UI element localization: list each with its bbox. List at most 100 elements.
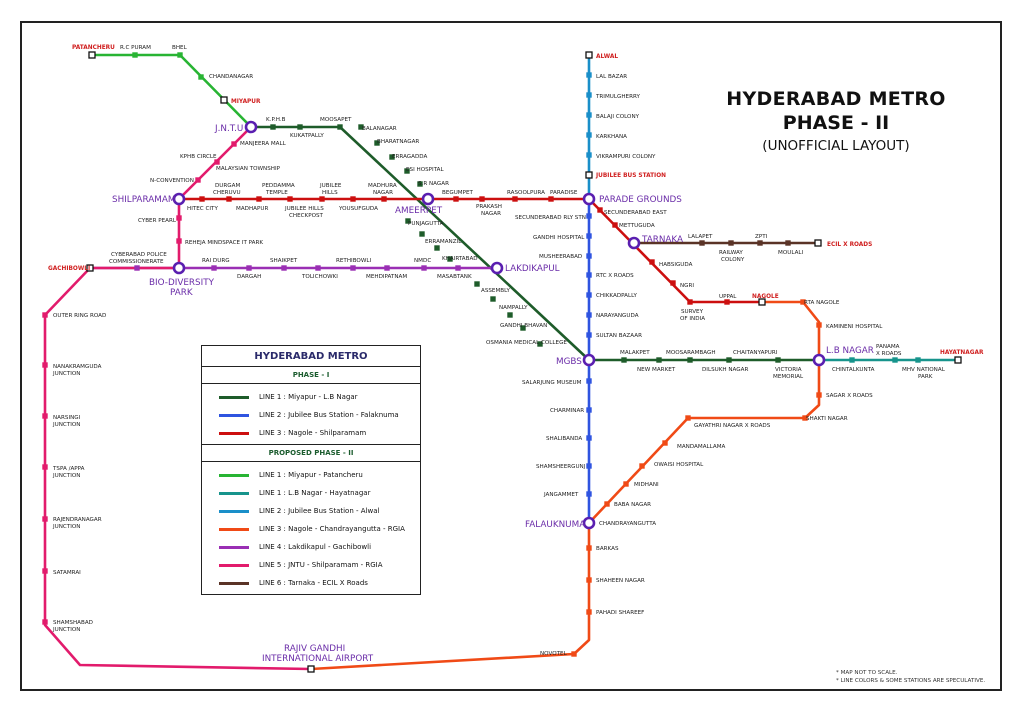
legend-phase1-row: LINE 2 : Jubilee Bus Station - Falaknuma	[202, 406, 420, 424]
label-nmdc: NMDC	[414, 258, 431, 264]
station-marker	[490, 296, 496, 302]
label-begumpet: BEGUMPET	[442, 190, 474, 196]
label-jbhills-1: JUBILEE	[319, 183, 342, 189]
station-marker	[453, 196, 459, 202]
station-marker	[687, 299, 693, 305]
station-marker	[785, 240, 791, 246]
label-kphb: K.P.H.B	[266, 117, 286, 123]
station-marker	[195, 177, 201, 183]
station-marker	[586, 577, 592, 583]
station-marker	[270, 124, 276, 130]
label-paradise: PARADISE	[550, 190, 578, 196]
legend-line-swatch	[219, 563, 249, 567]
label-mehdipatnam: MEHDIPATNAM	[366, 274, 407, 280]
station-marker	[586, 152, 592, 158]
label-zpti: ZPTI	[755, 234, 768, 240]
label-nconv: N-CONVENTION	[150, 178, 194, 184]
station-marker	[447, 256, 453, 262]
label-nanak-2: JUNCTION	[52, 371, 81, 377]
label-peddamma-1: PEDDAMMA	[262, 183, 295, 189]
label-jbs: JUBILEE BUS STATION	[595, 173, 666, 179]
station-marker	[586, 407, 592, 413]
legend-line-label: LINE 1 : L.B Nagar - Hayatnagar	[259, 489, 371, 497]
label-narsingi-1: NARSINGI	[53, 415, 81, 421]
station-marker	[226, 196, 232, 202]
label-dargah: DARGAH	[237, 274, 261, 280]
label-madhura-2: NAGAR	[373, 190, 393, 196]
interchange-lakdikapul	[490, 261, 504, 275]
label-satamrai: SATAMRAI	[53, 570, 81, 576]
station-marker	[42, 619, 48, 625]
station-marker	[586, 272, 592, 278]
station-marker	[132, 52, 138, 58]
label-rtc: RTC X ROADS	[596, 273, 634, 279]
legend-line-label: LINE 2 : Jubilee Bus Station - Falaknuma	[259, 411, 399, 419]
station-marker	[571, 651, 577, 657]
legend-line-label: LINE 3 : Nagole - Shilparamam	[259, 429, 367, 437]
label-musheer: MUSHEERABAD	[539, 254, 582, 260]
label-bharatnagar: BHARATNAGAR	[377, 139, 419, 145]
station-marker	[586, 213, 592, 219]
label-assembly: ASSEMBLY	[481, 288, 510, 294]
interchange-jntu	[244, 120, 258, 134]
label-jhc-1: JUBILEE HILLS	[284, 206, 324, 212]
station-marker	[586, 92, 592, 98]
station-marker	[389, 154, 395, 160]
label-survey-1: SURVEY	[681, 309, 704, 315]
station-marker	[537, 341, 543, 347]
label-shalibanda: SHALIBANDA	[546, 436, 582, 442]
legend-box: HYDERABAD METRO PHASE - I LINE 1 : Miyap…	[201, 345, 421, 595]
note-speculative: * LINE COLORS & SOME STATIONS ARE SPECUL…	[836, 677, 986, 684]
station-marker	[849, 357, 855, 363]
station-marker	[42, 568, 48, 574]
interchange-tarnaka	[627, 236, 641, 250]
label-shilparamam: SHILPARAMAM	[112, 195, 175, 205]
interchange-shilparamam	[172, 192, 186, 206]
label-jbhills-2: HILLS	[322, 190, 338, 196]
label-ngri: NGRI	[680, 283, 694, 289]
label-miyapur: MIYAPUR	[231, 99, 261, 105]
label-rgia-1: RAJIV GANDHI	[284, 644, 345, 654]
line1-miyapur-lbnagar	[249, 125, 821, 362]
station-marker	[586, 253, 592, 259]
interchange-biodiversity	[172, 261, 186, 275]
label-osmania: OSMANIA MEDICAL COLLEGE	[486, 340, 567, 346]
label-mhv-1: MHV NATIONAL	[902, 367, 946, 373]
legend-line-swatch	[219, 509, 249, 513]
interchange-mgbs	[582, 353, 596, 367]
legend-phase2-row: LINE 1 : L.B Nagar - Hayatnagar	[202, 484, 420, 502]
legend-phase2-row: LINE 3 : Nagole - Chandrayangutta - RGIA	[202, 520, 420, 538]
station-marker	[639, 463, 645, 469]
station-marker	[404, 168, 410, 174]
label-chikkad: CHIKKADPALLY	[596, 293, 637, 299]
label-bhel: BHEL	[172, 45, 188, 51]
station-marker	[726, 357, 732, 363]
station-marker	[649, 259, 655, 265]
label-tspa-2: JUNCTION	[52, 473, 81, 479]
label-biodiv-2: PARK	[170, 288, 193, 298]
label-mhv-2: PARK	[918, 374, 933, 380]
label-chintal: CHINTALKUNTA	[832, 367, 875, 373]
station-marker	[656, 357, 662, 363]
terminal-hayatnagar	[954, 356, 962, 364]
label-rajendra-1: RAJENDRANAGAR	[53, 517, 102, 523]
label-charminar: CHARMINAR	[550, 408, 584, 414]
station-marker	[800, 299, 806, 305]
label-newmarket: NEW MARKET	[637, 367, 676, 373]
label-prakash-2: NAGAR	[481, 211, 501, 217]
station-marker	[42, 516, 48, 522]
station-marker	[319, 196, 325, 202]
label-outerring: OUTER RING ROAD	[53, 313, 106, 319]
station-marker	[350, 196, 356, 202]
label-balaji: BALAJI COLONY	[596, 114, 640, 120]
station-marker	[281, 265, 287, 271]
label-rcpuram: R.C PURAM	[120, 45, 151, 51]
label-tarnaka: TARNAKA	[641, 235, 683, 245]
label-jangammet: JANGAMMET	[543, 492, 579, 498]
label-railway-1: RAILWAY	[719, 250, 743, 256]
legend-line-swatch	[219, 491, 249, 495]
label-victoria-2: MEMORIAL	[773, 374, 804, 380]
label-rethibowli: RETHIBOWLI	[336, 258, 371, 264]
